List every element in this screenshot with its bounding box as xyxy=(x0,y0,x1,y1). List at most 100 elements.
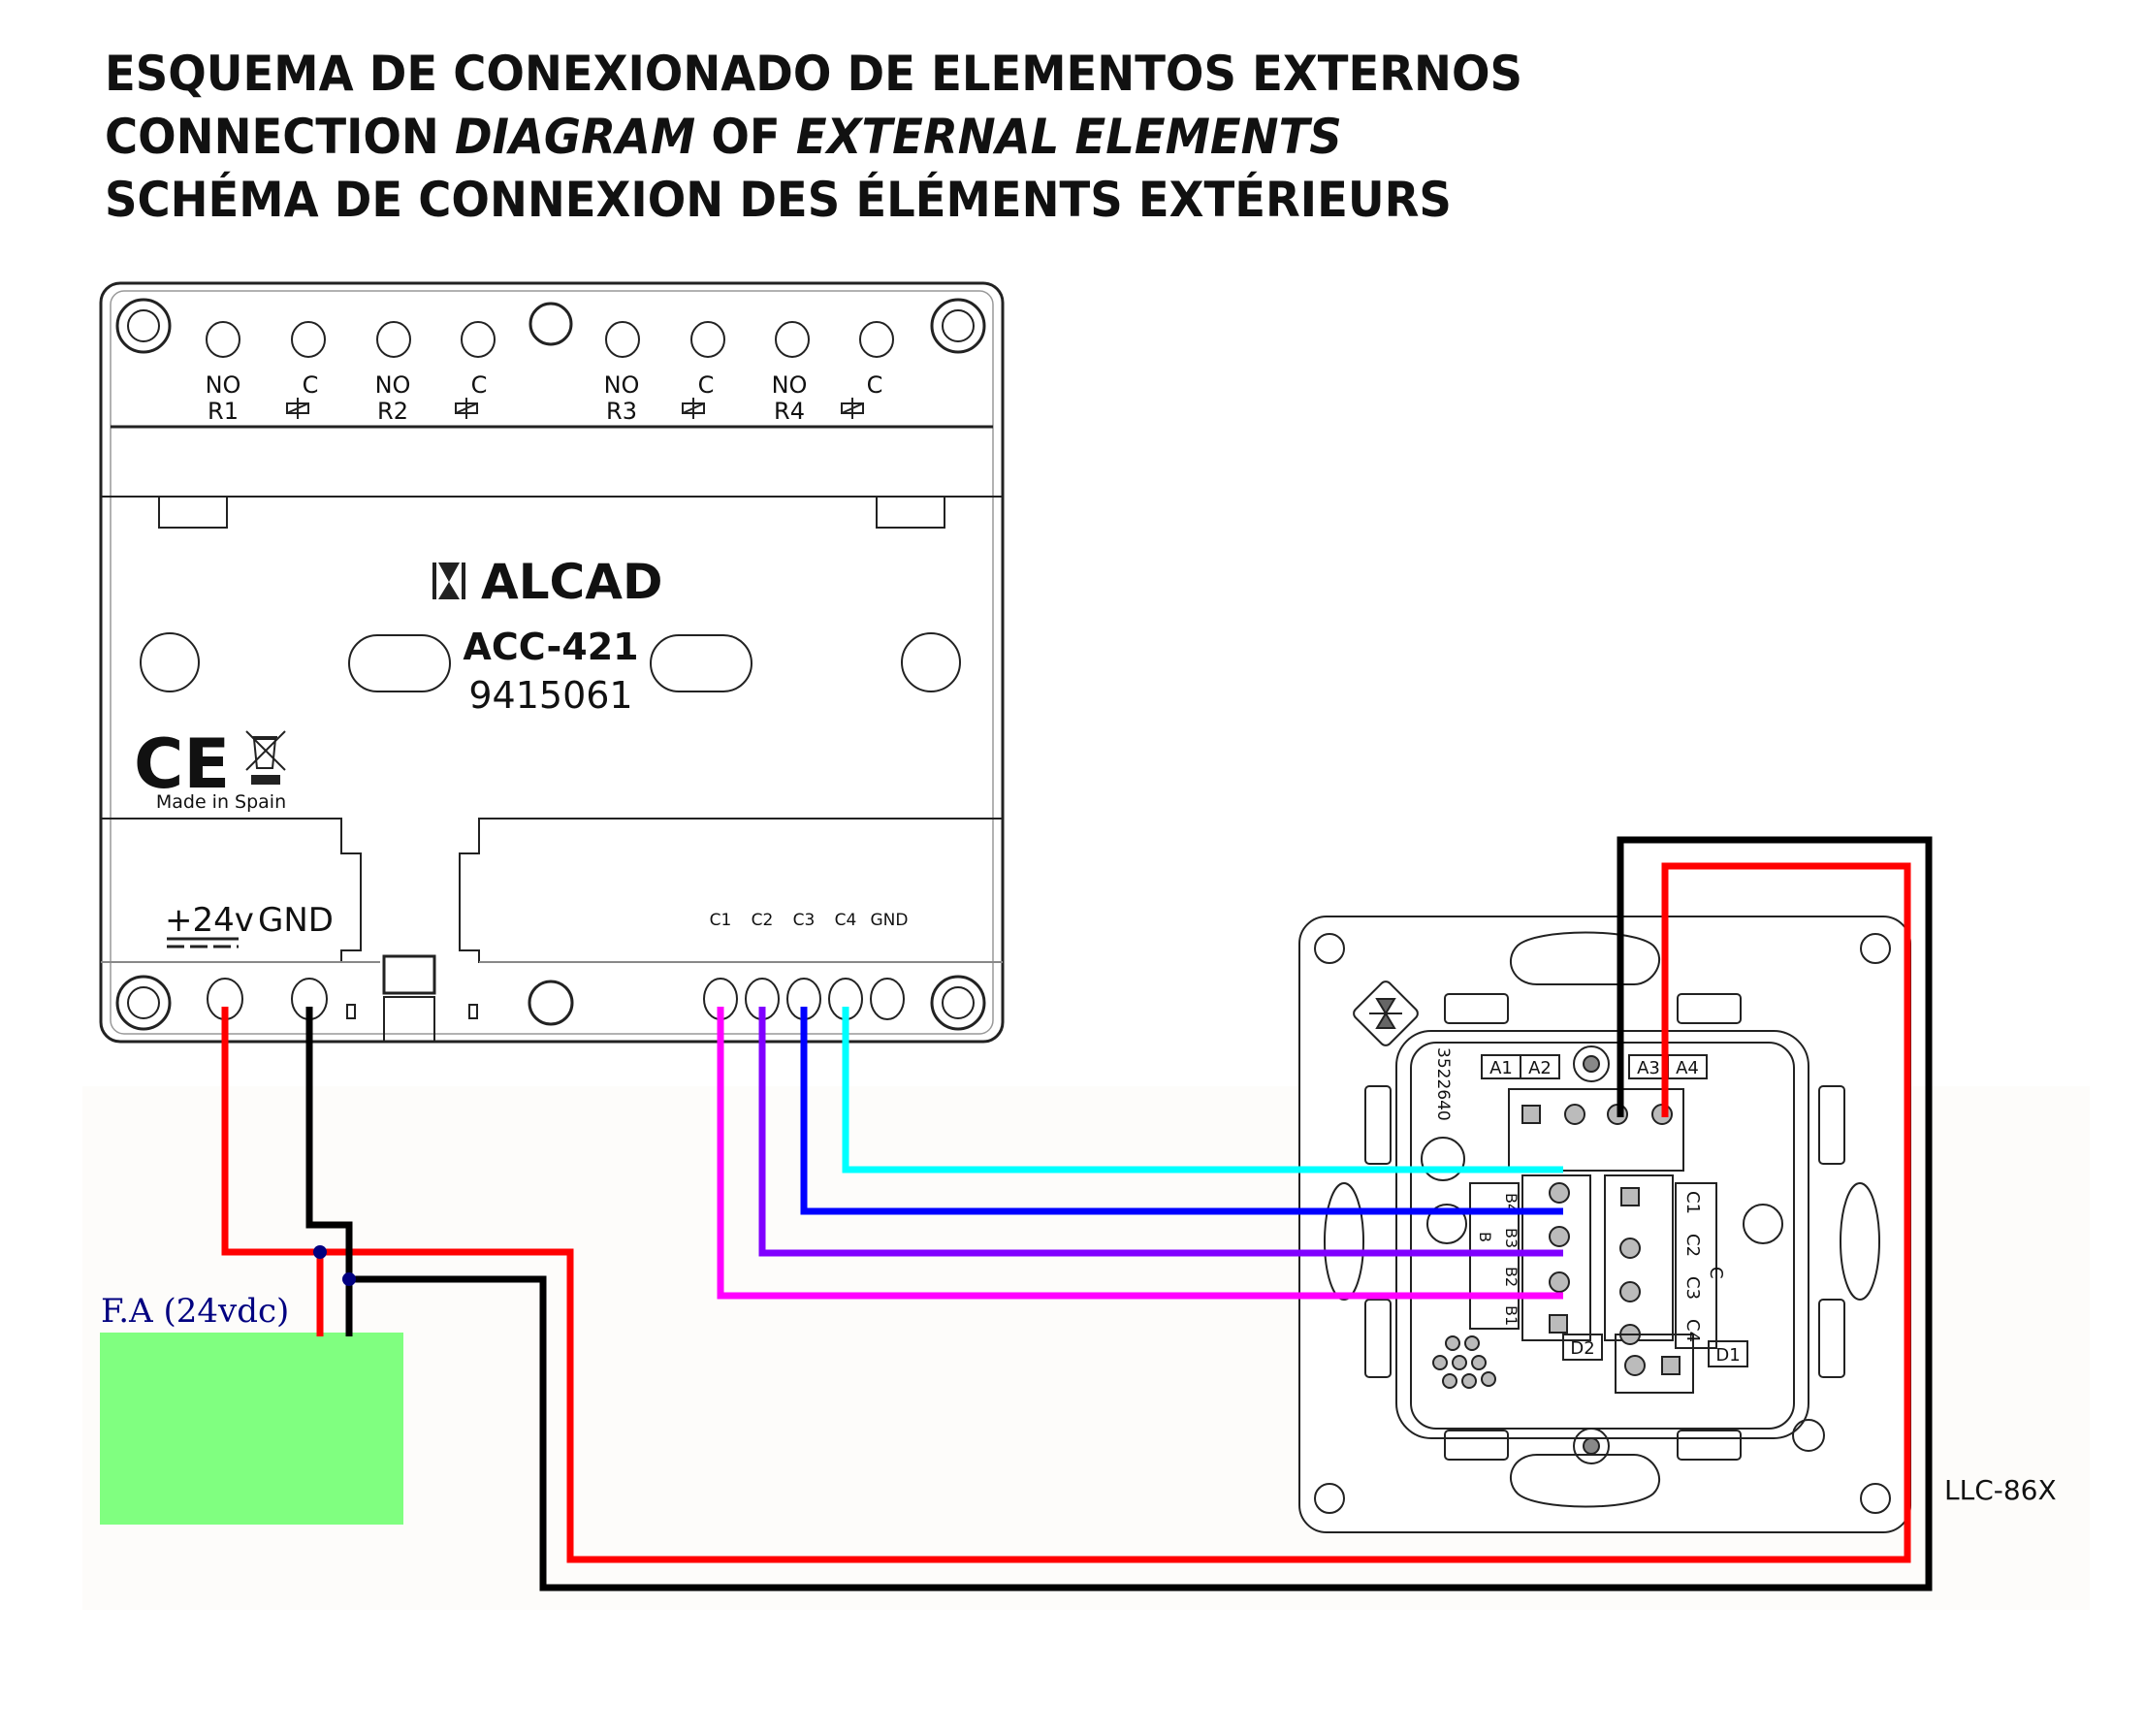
screw-bottom-right-inner xyxy=(942,986,975,1019)
terminal-r3-c xyxy=(690,321,725,358)
label-input-c2: C2 xyxy=(752,911,774,930)
terminal-r2-c xyxy=(461,321,496,358)
keypad-hole-tl xyxy=(1314,933,1345,964)
terminal-r4-c xyxy=(859,321,894,358)
label-r3-c: C xyxy=(698,371,715,399)
label-r2: R2 xyxy=(377,398,408,425)
label-plus-24v: +24v xyxy=(165,901,254,940)
terminal-d2 xyxy=(1624,1355,1646,1376)
label-r4-c: C xyxy=(867,371,883,399)
wires xyxy=(221,836,1933,1591)
label-d2: D2 xyxy=(1570,1338,1594,1359)
code-dial-icon xyxy=(1421,1137,1465,1181)
top-clip-left xyxy=(158,496,228,529)
keypad-inner-frame-2 xyxy=(1410,1042,1795,1430)
led-right xyxy=(468,1004,478,1019)
relay-coil-icon-r4 xyxy=(841,398,864,419)
label-r4-no: NO xyxy=(772,371,808,399)
lug-right-lower xyxy=(1818,1299,1845,1378)
llc-86x-keypad xyxy=(1298,916,1911,1533)
lug-right-upper xyxy=(1818,1085,1845,1165)
title-english-p3: OF xyxy=(695,109,796,165)
label-r3-no: NO xyxy=(604,371,640,399)
d1-label-box xyxy=(1708,1340,1748,1367)
lug-bottom-left xyxy=(1444,1430,1509,1461)
keypad-hole-tr xyxy=(1860,933,1891,964)
lug-left-lower xyxy=(1364,1299,1392,1378)
label-r1-c: C xyxy=(303,371,319,399)
side-recess-right xyxy=(1840,1182,1880,1301)
side-hole-left xyxy=(1426,1204,1467,1244)
model-name: ACC-421 xyxy=(463,626,638,668)
weee-bin-icon xyxy=(245,730,286,785)
label-c3-keypad: C3 xyxy=(1682,1276,1703,1300)
din-latch-lower xyxy=(383,996,435,1043)
keypad-code: 3522640 xyxy=(1433,1047,1453,1121)
wire-gnd-keypad xyxy=(349,836,1933,1591)
title-spanish: ESQUEMA DE CONEXIONADO DE ELEMENTOS EXTE… xyxy=(105,46,1522,102)
mount-hole-left xyxy=(140,632,200,692)
junction-dot-gnd xyxy=(342,1272,356,1286)
junction-dot-positive xyxy=(313,1245,327,1259)
title-english: CONNECTION DIAGRAM OF EXTERNAL ELEMENTS xyxy=(105,106,1522,169)
c-label-column xyxy=(1675,1182,1717,1349)
label-c4-keypad: C4 xyxy=(1682,1319,1703,1342)
screw-bottom-right-outer xyxy=(930,975,986,1031)
screw-bottom-left-inner xyxy=(127,986,160,1019)
terminal-b1 xyxy=(1549,1314,1568,1334)
screw-top-right-inner xyxy=(942,309,975,342)
relay-coil-icon-r1 xyxy=(286,398,309,419)
date-stamp-icon xyxy=(1792,1419,1825,1452)
title-english-p4: EXTERNAL ELEMENTS xyxy=(795,109,1342,165)
terminal-r1-no xyxy=(206,321,240,358)
a-terminal-block xyxy=(1508,1088,1684,1172)
bottom-oval-recess xyxy=(1509,1454,1660,1508)
label-r4: R4 xyxy=(774,398,805,425)
terminal-b3 xyxy=(1549,1226,1570,1247)
acc-421-module xyxy=(99,281,1005,1044)
keypad-hole-br xyxy=(1860,1483,1891,1514)
module-inner-outline xyxy=(110,290,994,1035)
keypad-labels: A1 A2 A3 A4 3522640 B4 B3 B2 B1 B C1 C2 … xyxy=(1433,1047,1741,1366)
screw-bottom-center xyxy=(528,980,574,1026)
label-input-c3: C3 xyxy=(793,911,816,930)
d2-label-box xyxy=(1562,1334,1603,1361)
d-terminal-block xyxy=(1615,1334,1694,1394)
label-b2: B2 xyxy=(1502,1267,1521,1287)
screw-bottom-left-outer xyxy=(115,975,172,1031)
side-hole-right xyxy=(1743,1204,1783,1244)
power-terminal-block xyxy=(101,818,362,963)
label-r2-c: C xyxy=(471,371,488,399)
label-a2: A2 xyxy=(1528,1058,1552,1078)
relay-labels: NO C R1 NO C R2 NO C R3 NO C R4 xyxy=(206,371,883,425)
terminal-r3-no xyxy=(605,321,640,358)
label-input-c4: C4 xyxy=(835,911,857,930)
terminal-b2 xyxy=(1549,1271,1570,1293)
din-latch-upper xyxy=(382,954,436,995)
screw-top-left-outer xyxy=(115,298,172,354)
lug-bottom-right xyxy=(1677,1430,1742,1461)
label-d1: D1 xyxy=(1715,1345,1740,1366)
keypad-screw-top-outer xyxy=(1573,1045,1610,1082)
buzzer-holes xyxy=(1432,1335,1496,1389)
keypad-inner-frame xyxy=(1395,1030,1809,1439)
alcad-logo: ALCAD xyxy=(432,554,662,610)
ce-mark: CE xyxy=(134,724,230,804)
title-english-p1: CONNECTION xyxy=(105,109,456,165)
relay-coil-icon-r2 xyxy=(455,398,478,419)
lug-left-upper xyxy=(1364,1085,1392,1165)
keypad-model-label: LLC-86X xyxy=(1944,1474,2057,1506)
lug-top-left xyxy=(1444,993,1509,1024)
wire-c1 xyxy=(717,1007,1563,1300)
label-c-group: C xyxy=(1706,1267,1726,1279)
lug-top-right xyxy=(1677,993,1742,1024)
keypad-hole-bl xyxy=(1314,1483,1345,1514)
keypad-screw-bottom-outer xyxy=(1573,1428,1610,1464)
b-terminal-block xyxy=(1521,1174,1591,1341)
led-left xyxy=(346,1004,356,1019)
top-clip-right xyxy=(876,496,945,529)
input-terminal-block xyxy=(459,818,1003,963)
product-code: 9415061 xyxy=(468,674,632,717)
keypad-screw-top-inner xyxy=(1583,1055,1600,1073)
terminal-d1 xyxy=(1661,1356,1681,1375)
